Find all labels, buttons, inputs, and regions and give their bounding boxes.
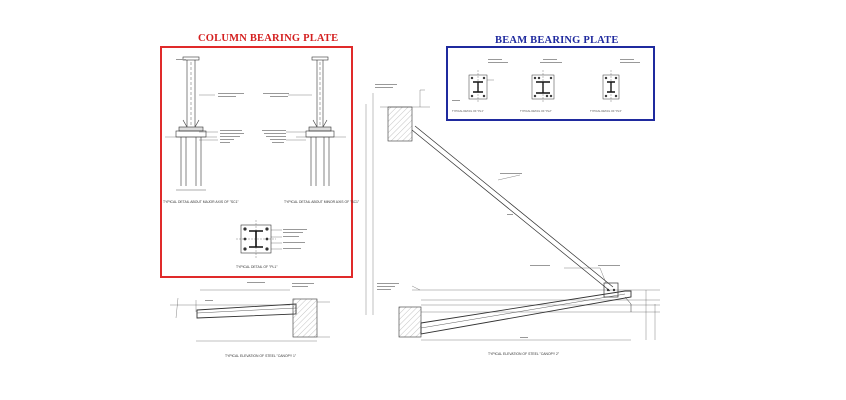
beam-bearing-plate-frame bbox=[446, 46, 655, 121]
beam-plate-pl1 bbox=[468, 70, 494, 103]
canopy-2-elevation bbox=[365, 89, 660, 341]
beam-bearing-plate-heading: BEAM BEARING PLATE bbox=[495, 35, 619, 46]
caption-column-major-axis: TYPICAL DETAIL ABOUT MAJOR AXIS OF "SC1" bbox=[163, 200, 239, 204]
canopy-2-notes bbox=[375, 84, 620, 338]
column-bearing-plate-frame bbox=[160, 46, 353, 278]
caption-canopy-2: TYPICAL ELEVATION OF STEEL "CANOPY 2" bbox=[488, 352, 560, 356]
beam-plate-pl3-notes bbox=[620, 59, 640, 63]
caption-beam-pl1: TYPICAL DETAIL OF "PL1" bbox=[452, 109, 484, 113]
caption-beam-pl3: TYPICAL DETAIL OF "PL3" bbox=[590, 109, 622, 113]
beam-plate-pl2 bbox=[531, 70, 555, 103]
caption-column-minor-axis: TYPICAL DETAIL ABOUT MINOR AXIS OF "SC1" bbox=[284, 200, 360, 204]
column-minor-axis-notes bbox=[262, 93, 289, 143]
beam-plate-pl1-notes bbox=[452, 59, 508, 101]
beam-plate-pl2-notes bbox=[540, 59, 562, 63]
caption-column-plate: TYPICAL DETAIL OF "PL1" bbox=[236, 265, 278, 269]
caption-beam-pl2: TYPICAL DETAIL OF "PL2" bbox=[520, 109, 552, 113]
caption-canopy-1: TYPICAL ELEVATION OF STEEL "CANOPY 1" bbox=[225, 354, 297, 358]
column-major-axis-notes bbox=[176, 59, 244, 143]
column-major-axis-detail bbox=[165, 56, 218, 191]
column-plate-plan bbox=[236, 220, 282, 258]
canopy-1-notes bbox=[205, 282, 314, 301]
column-plate-notes bbox=[283, 229, 307, 249]
column-minor-axis-detail bbox=[286, 56, 346, 186]
canopy-1-elevation bbox=[170, 289, 330, 342]
beam-plate-pl3 bbox=[602, 70, 620, 103]
column-bearing-plate-heading: COLUMN BEARING PLATE bbox=[198, 33, 339, 44]
